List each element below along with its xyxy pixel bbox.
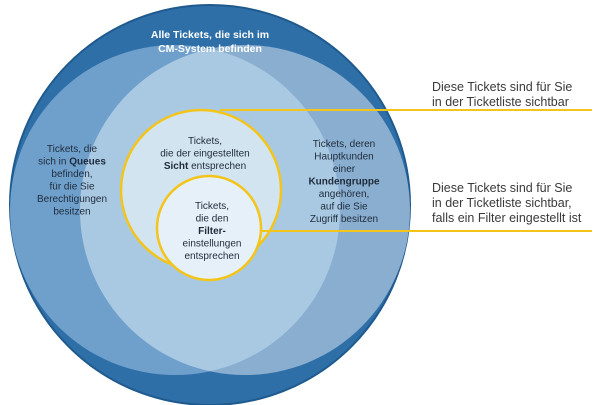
view_circle-line-0: Tickets, xyxy=(188,136,222,147)
queues_circle-line-3: für die Sie xyxy=(49,182,94,193)
callout_visible-line-0: Diese Tickets sind für Sie xyxy=(432,80,572,94)
outer_circle-line-0: Alle Tickets, die sich im xyxy=(151,29,269,41)
filter_circle-line-2: Filter- xyxy=(198,226,226,237)
queues_circle-line-1-part-0: sich in xyxy=(38,157,69,168)
callout_filter-line-0: Diese Tickets sind für Sie xyxy=(432,181,572,195)
customer_circle-line-2: einer xyxy=(333,164,356,175)
callout_filter-line-1: in der Ticketliste sichtbar, xyxy=(432,196,572,210)
filter-circle xyxy=(155,174,263,282)
queues_circle-line-4: Berechtigungen xyxy=(37,194,107,205)
callout_visible-line-1: in der Ticketliste sichtbar xyxy=(432,95,569,109)
customer_circle-line-0: Tickets, deren xyxy=(313,139,375,150)
view_circle-line-2-part-0: Sicht xyxy=(164,161,189,172)
queues_circle-line-2: befinden, xyxy=(51,169,92,180)
filter_circle-line-3: einstellungen xyxy=(183,239,242,250)
customer_circle-line-4: angehören, xyxy=(319,189,370,200)
all-tickets-label: Alle Tickets, die sich im CM-System befin… xyxy=(151,29,269,55)
view_circle-line-2-part-1: entsprechen xyxy=(188,161,246,172)
outer_circle-line-1: CM-System befinden xyxy=(158,43,262,55)
customer_circle-line-5: auf die Sie xyxy=(320,202,368,213)
filter_circle-line-1: die den xyxy=(196,214,229,225)
customer_circle-line-3: Kundengruppe xyxy=(308,177,380,188)
queues_circle-line-5: besitzen xyxy=(53,207,90,218)
customer_circle-line-1: Hauptkunden xyxy=(314,152,374,163)
queues_circle-line-1-part-1: Queues xyxy=(69,157,106,168)
filter_circle-line-0: Tickets, xyxy=(195,201,229,212)
filter_circle-line-4: entsprechen xyxy=(184,251,239,262)
customer_circle-line-6: Zugriff besitzen xyxy=(310,214,378,225)
view_circle-line-1: die der eingestellten xyxy=(160,149,250,160)
callout_filter-line-2: falls ein Filter eingestellt ist xyxy=(432,211,582,225)
queues_circle-line-0: Tickets, die xyxy=(47,144,98,155)
